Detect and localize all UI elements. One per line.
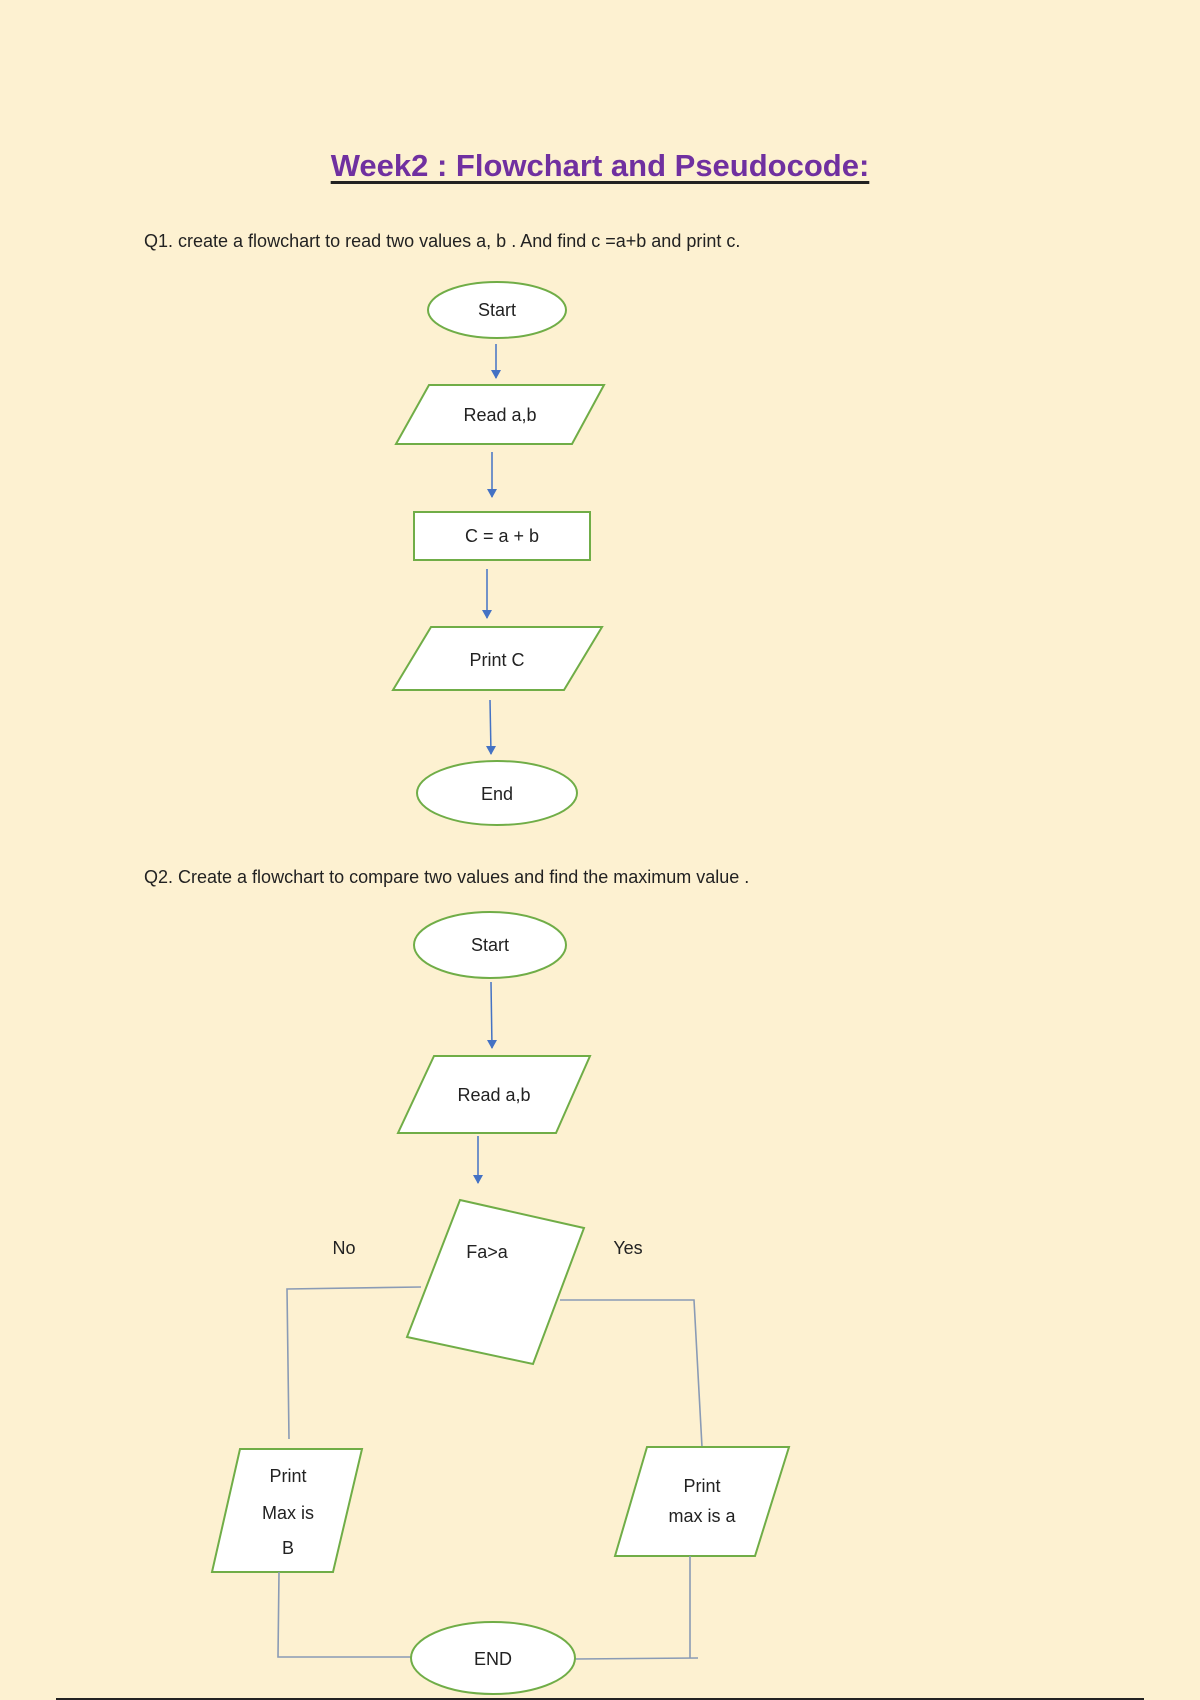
- q1-print-label: Print C: [469, 650, 524, 670]
- q2-read-label: Read a,b: [457, 1085, 530, 1105]
- q2-arrow-1: [487, 981, 497, 1049]
- q1-start-terminal: [427, 281, 567, 339]
- q1-arrow-4: [486, 699, 496, 755]
- print-no-line-1: Print: [269, 1466, 306, 1486]
- q1-process-box: [413, 511, 591, 561]
- q1-end-terminal: [416, 760, 578, 826]
- q2-decision-shape: [405, 1198, 586, 1366]
- q2-print-yes-text: Print max is a: [668, 1476, 736, 1526]
- question-1-text: Q1. create a flowchart to read two value…: [144, 231, 741, 251]
- q1-end-label: End: [481, 784, 513, 804]
- q2-print-max-a: [613, 1446, 791, 1557]
- q1-read-input: [394, 384, 606, 445]
- question-2-text: Q2. Create a flowchart to compare two va…: [144, 867, 750, 887]
- q1-flowchart: Start Read a,b C = a + b Print C End: [391, 281, 606, 826]
- q2-end-terminal: [410, 1621, 576, 1695]
- q2-no-connector: [286, 1286, 422, 1440]
- page-bottom-rule: [56, 1698, 1144, 1700]
- print-yes-line-2: max is a: [668, 1506, 736, 1526]
- print-yes-line-1: Print: [683, 1476, 720, 1496]
- q2-start-terminal: [413, 911, 567, 979]
- q1-read-label: Read a,b: [463, 405, 536, 425]
- print-no-line-2: Max is: [262, 1503, 314, 1523]
- q2-print-max-b: [210, 1448, 364, 1573]
- q2-left-end-connector: [277, 1571, 411, 1658]
- q2-read-input: [396, 1055, 592, 1134]
- q2-right-end-connector: [574, 1657, 699, 1660]
- page-title: Week2 : Flowchart and Pseudocode:: [330, 148, 870, 183]
- print-no-line-3: B: [282, 1538, 294, 1558]
- q1-process-label: C = a + b: [465, 526, 539, 546]
- q1-print-output: [391, 626, 604, 691]
- q1-start-label: Start: [478, 300, 516, 320]
- q2-yes-connector: [560, 1299, 703, 1448]
- q2-decision-label: Fa>a: [466, 1242, 509, 1262]
- q2-yes-label: Yes: [613, 1238, 642, 1258]
- q2-start-label: Start: [471, 935, 509, 955]
- q2-end-label: END: [474, 1649, 512, 1669]
- q2-no-label: No: [332, 1238, 355, 1258]
